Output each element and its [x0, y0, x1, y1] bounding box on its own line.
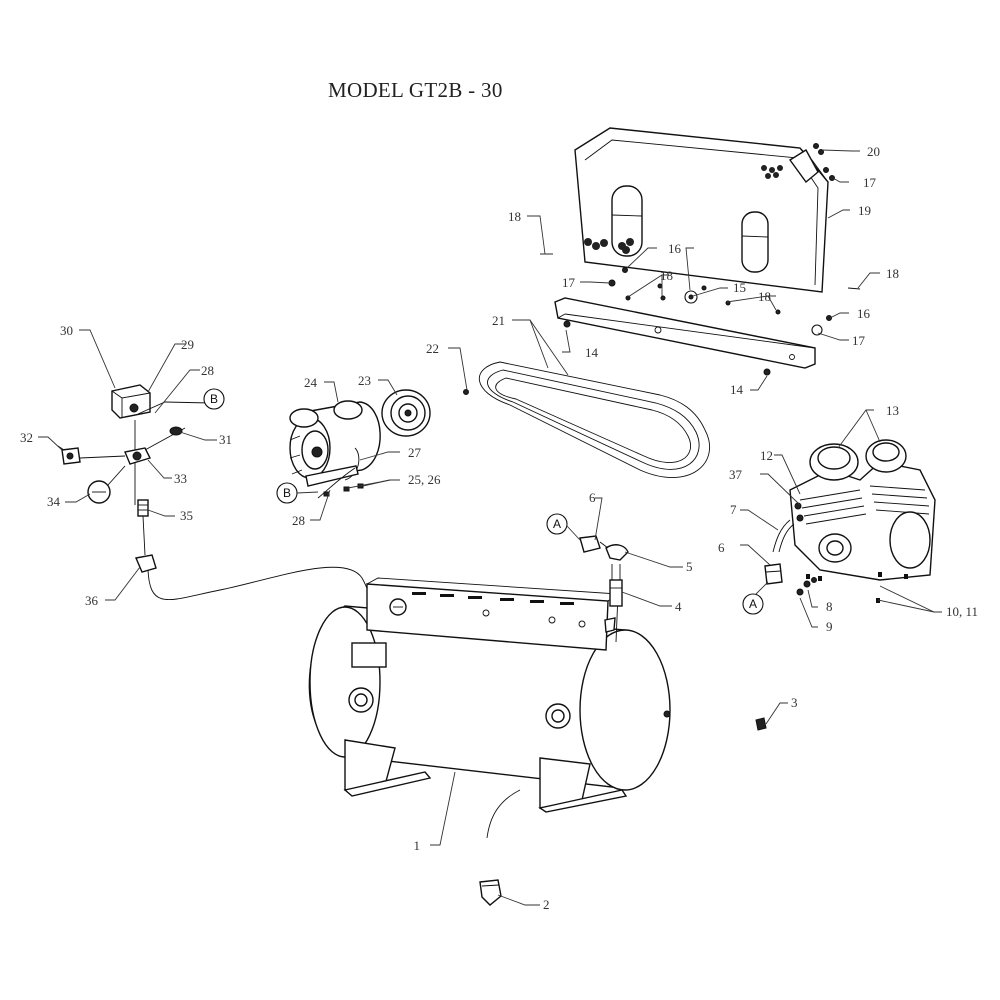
callout-29: 29: [181, 337, 194, 352]
callout-13: 13: [886, 403, 899, 418]
callout-18c: 18: [758, 289, 771, 304]
callout-28b: 28: [292, 513, 305, 528]
callout-28a: 28: [201, 363, 214, 378]
connector-a-label: A: [749, 597, 757, 611]
callout-17a: 17: [562, 275, 576, 290]
callout-17c: 17: [863, 175, 877, 190]
callout-15: 15: [733, 280, 746, 295]
callout-27: 27: [408, 445, 422, 460]
callout-18a: 18: [508, 209, 521, 224]
callout-12: 12: [760, 448, 773, 463]
diagram-title: MODEL GT2B - 30: [328, 78, 503, 102]
connector-markers: A A B B: [203, 388, 769, 615]
callout-2: 2: [543, 897, 550, 912]
callout-37: 37: [729, 467, 743, 482]
connector-b-label: B: [283, 486, 291, 500]
callout-20: 20: [867, 144, 880, 159]
callout-16a: 16: [668, 241, 682, 256]
callout-18b: 18: [660, 268, 673, 283]
callout-3: 3: [791, 695, 798, 710]
callout-9: 9: [826, 619, 833, 634]
callout-6b: 6: [718, 540, 725, 555]
callout-19: 19: [858, 203, 871, 218]
callout-1: 1: [414, 838, 421, 853]
callout-14b: 14: [730, 382, 744, 397]
callout-5: 5: [686, 559, 693, 574]
callout-16b: 16: [857, 306, 871, 321]
connector-a-label: A: [553, 517, 561, 531]
electric-motor: [289, 400, 381, 499]
callout-8: 8: [826, 599, 833, 614]
check-valve-fittings: [579, 535, 629, 633]
callout-6a: 6: [589, 490, 596, 505]
callout-10-11: 10, 11: [946, 604, 978, 619]
unloader-tube: [764, 519, 817, 596]
callout-30: 30: [60, 323, 73, 338]
callout-7: 7: [730, 502, 737, 517]
connector-b-label: B: [210, 392, 218, 406]
callout-35: 35: [180, 508, 193, 523]
callout-18d: 18: [886, 266, 899, 281]
connector-b-circle: [203, 388, 225, 410]
callout-31: 31: [219, 432, 232, 447]
connector-a-circle: [546, 513, 568, 535]
callout-32: 32: [20, 430, 33, 445]
callout-24: 24: [304, 375, 318, 390]
belt-guard: [574, 127, 829, 293]
callout-labels: 1 2 3 4 5 6 6 7 8 9 10, 11 12 13 14 14 1…: [20, 144, 978, 912]
callout-34: 34: [47, 494, 61, 509]
compressor-pump: [789, 439, 936, 603]
callout-36: 36: [85, 593, 99, 608]
leader-lines: [38, 149, 942, 906]
drain-valve: [479, 879, 502, 906]
callout-21: 21: [492, 313, 505, 328]
tank-plug: [755, 717, 767, 731]
callout-22: 22: [426, 341, 439, 356]
motor-pulley: [381, 389, 469, 437]
callout-17b: 17: [852, 333, 866, 348]
air-tank: [308, 577, 671, 839]
callout-33: 33: [174, 471, 187, 486]
connector-a-circle: [742, 593, 764, 615]
callout-14a: 14: [585, 345, 599, 360]
v-belt: [479, 361, 711, 478]
callout-4: 4: [675, 599, 682, 614]
belt-guard-bracket: [554, 297, 816, 369]
callout-23: 23: [358, 373, 371, 388]
callout-25-26: 25, 26: [408, 472, 441, 487]
